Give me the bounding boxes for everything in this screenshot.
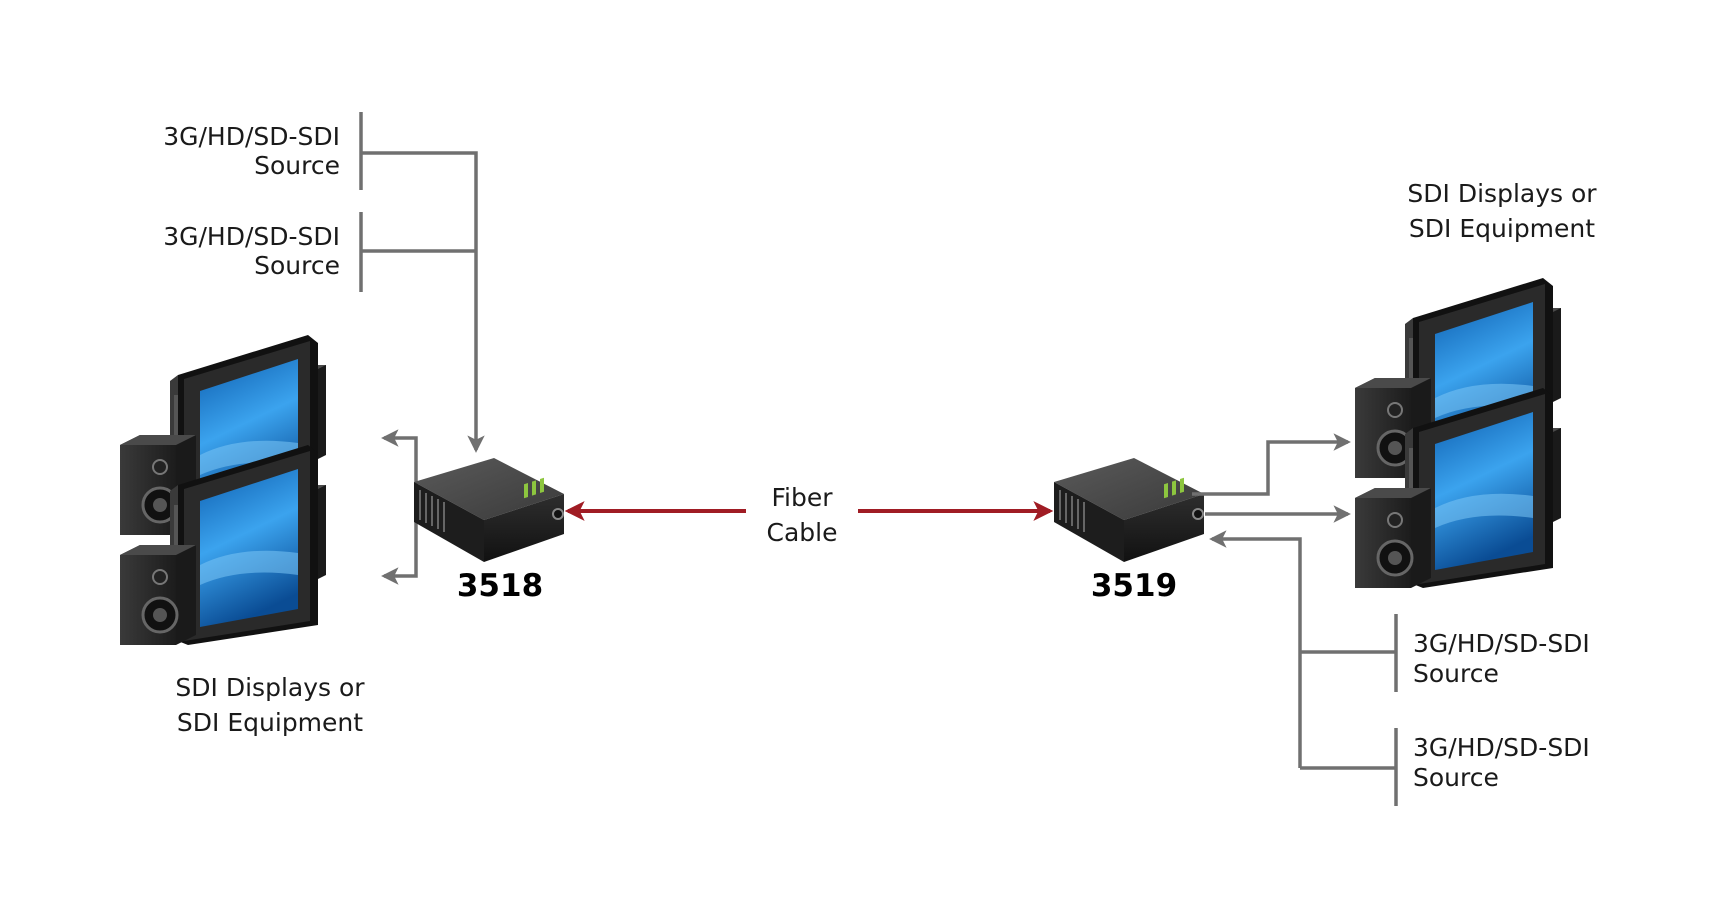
right-source-bottom-line1: 3G/HD/SD-SDI	[1413, 733, 1590, 762]
right-displays-line1: SDI Displays or	[1407, 179, 1597, 208]
left-source-bottom: 3G/HD/SD-SDI Source	[163, 222, 340, 280]
left-source-top-line1: 3G/HD/SD-SDI	[163, 122, 340, 151]
right-source-top-line1: 3G/HD/SD-SDI	[1413, 629, 1590, 658]
fiber-label-line1: Fiber	[771, 483, 833, 512]
right-source-top-line2: Source	[1413, 659, 1499, 688]
right-display-connector	[1192, 433, 1351, 523]
right-source-bottom-line2: Source	[1413, 763, 1499, 792]
left-display-connector	[381, 429, 418, 585]
fiber-label-line2: Cable	[767, 518, 838, 547]
converter-box-icon	[413, 457, 565, 563]
display-speaker-icon	[1355, 278, 1561, 588]
left-source-top: 3G/HD/SD-SDI Source	[163, 122, 340, 180]
right-converter: 3519	[1053, 457, 1205, 604]
left-displays-line2: SDI Equipment	[177, 708, 363, 737]
left-source-bottom-line2: Source	[254, 251, 340, 280]
right-device-model: 3519	[1091, 568, 1177, 604]
left-source-connector	[359, 112, 485, 453]
right-source-top: 3G/HD/SD-SDI Source	[1413, 629, 1590, 688]
fiber-cable: Fiber Cable	[564, 483, 1054, 547]
converter-box-icon	[1053, 457, 1205, 563]
left-device-model: 3518	[457, 568, 543, 604]
left-converter: 3518	[413, 457, 565, 604]
right-displays-line2: SDI Equipment	[1409, 214, 1595, 243]
left-source-bottom-line1: 3G/HD/SD-SDI	[163, 222, 340, 251]
right-display-group: SDI Displays or SDI Equipment	[1355, 179, 1597, 588]
right-source-bottom: 3G/HD/SD-SDI Source	[1413, 733, 1590, 792]
right-source-connector	[1209, 530, 1398, 806]
left-source-top-line2: Source	[254, 151, 340, 180]
left-displays-line1: SDI Displays or	[175, 673, 365, 702]
left-display-group: SDI Displays or SDI Equipment	[120, 335, 365, 737]
display-speaker-icon	[120, 335, 326, 645]
